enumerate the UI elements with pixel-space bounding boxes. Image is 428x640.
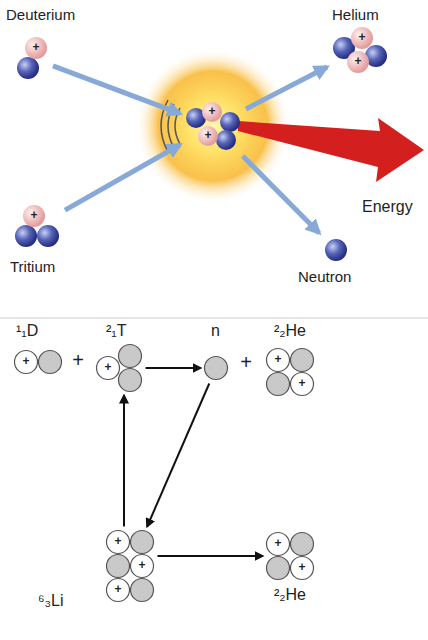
reaction-arrow: [53, 66, 180, 114]
neutron: [291, 349, 314, 372]
proton: [198, 126, 218, 146]
proton: [25, 37, 47, 59]
charge-sign: +: [274, 537, 281, 551]
charge-sign: +: [30, 209, 37, 223]
reaction-arrow: [246, 67, 327, 109]
proton: [347, 51, 369, 73]
neutron: [267, 557, 290, 580]
neutron: [119, 369, 142, 392]
neutron: [325, 239, 347, 261]
cycle-arrow: [146, 367, 201, 369]
neutron: [205, 357, 228, 380]
particle-name: ²₁T: [106, 322, 127, 340]
charge-sign: +: [22, 355, 29, 369]
neutron: [216, 130, 236, 150]
proton: [291, 557, 314, 580]
particle-name: Helium: [332, 6, 379, 23]
proton: [15, 351, 38, 374]
charge-sign: +: [298, 561, 305, 575]
particle-cluster: [178, 92, 248, 158]
fusing-nucleus: ++: [178, 92, 248, 158]
particle-name: ²₂He: [274, 322, 306, 340]
charge-sign: +: [138, 559, 145, 573]
neutron: [220, 112, 240, 132]
lithium-nucleus: ⁶₃Li + + +: [36, 524, 176, 620]
particle-name: n: [211, 322, 220, 340]
energy-label: Energy: [362, 198, 413, 216]
neutron: [267, 373, 290, 396]
proton: [267, 533, 290, 556]
neutron: [119, 345, 142, 368]
neutron: [131, 579, 154, 602]
proton: [131, 555, 154, 578]
proton: [97, 357, 120, 380]
proton: [107, 579, 130, 602]
neutron: [107, 555, 130, 578]
charge-sign: +: [208, 105, 215, 119]
neutron: [291, 533, 314, 556]
reaction-arrow: [65, 145, 180, 210]
proton: [23, 205, 45, 227]
neutron-nucleus: n: [196, 322, 236, 384]
separator-line: [0, 318, 428, 319]
charge-sign: +: [358, 31, 365, 45]
particle-name: Deuterium: [6, 6, 75, 23]
charge-sign: +: [204, 129, 211, 143]
neutron-particle: Neutron: [284, 236, 384, 292]
neutron: [131, 531, 154, 554]
reaction-arrow: [243, 156, 319, 233]
charge-sign: +: [104, 361, 111, 375]
neutron: [17, 57, 39, 79]
cycle-arrow: [123, 396, 125, 527]
charge-sign: +: [298, 377, 305, 391]
cycle-arrow: [147, 384, 209, 527]
charge-sign: +: [354, 55, 361, 69]
helium-particle: Helium + +: [318, 4, 418, 84]
charge-sign: +: [114, 583, 121, 597]
particle-name: ²₂He: [274, 586, 306, 604]
cycle-arrow: [158, 555, 263, 557]
neutron: [39, 351, 62, 374]
proton: [291, 373, 314, 396]
tritium-particle: Tritium +: [4, 196, 94, 282]
charge-sign: +: [114, 535, 121, 549]
plus-operator: +: [72, 349, 84, 372]
charge-sign: +: [274, 353, 281, 367]
energy-arrow: [238, 118, 424, 182]
helium-nucleus: ²₂He + +: [262, 322, 326, 402]
proton: [267, 349, 290, 372]
neutron: [37, 225, 59, 247]
charge-sign: +: [32, 41, 39, 55]
plus-operator: +: [240, 351, 252, 374]
deuterium-nucleus: ¹₁D +: [8, 322, 78, 384]
particle-name: ¹₁D: [16, 322, 38, 340]
helium-nucleus: ²₂He + +: [262, 530, 326, 614]
proton: [107, 531, 130, 554]
deuterium-particle: Deuterium +: [4, 4, 94, 86]
neutron: [15, 225, 37, 247]
particle-name: Tritium: [10, 258, 55, 275]
proton: [351, 27, 373, 49]
proton: [202, 102, 222, 122]
particle-name: ⁶₃Li: [38, 592, 64, 610]
tritium-nucleus: ²₁T +: [92, 322, 152, 398]
particle-name: Neutron: [298, 268, 351, 285]
